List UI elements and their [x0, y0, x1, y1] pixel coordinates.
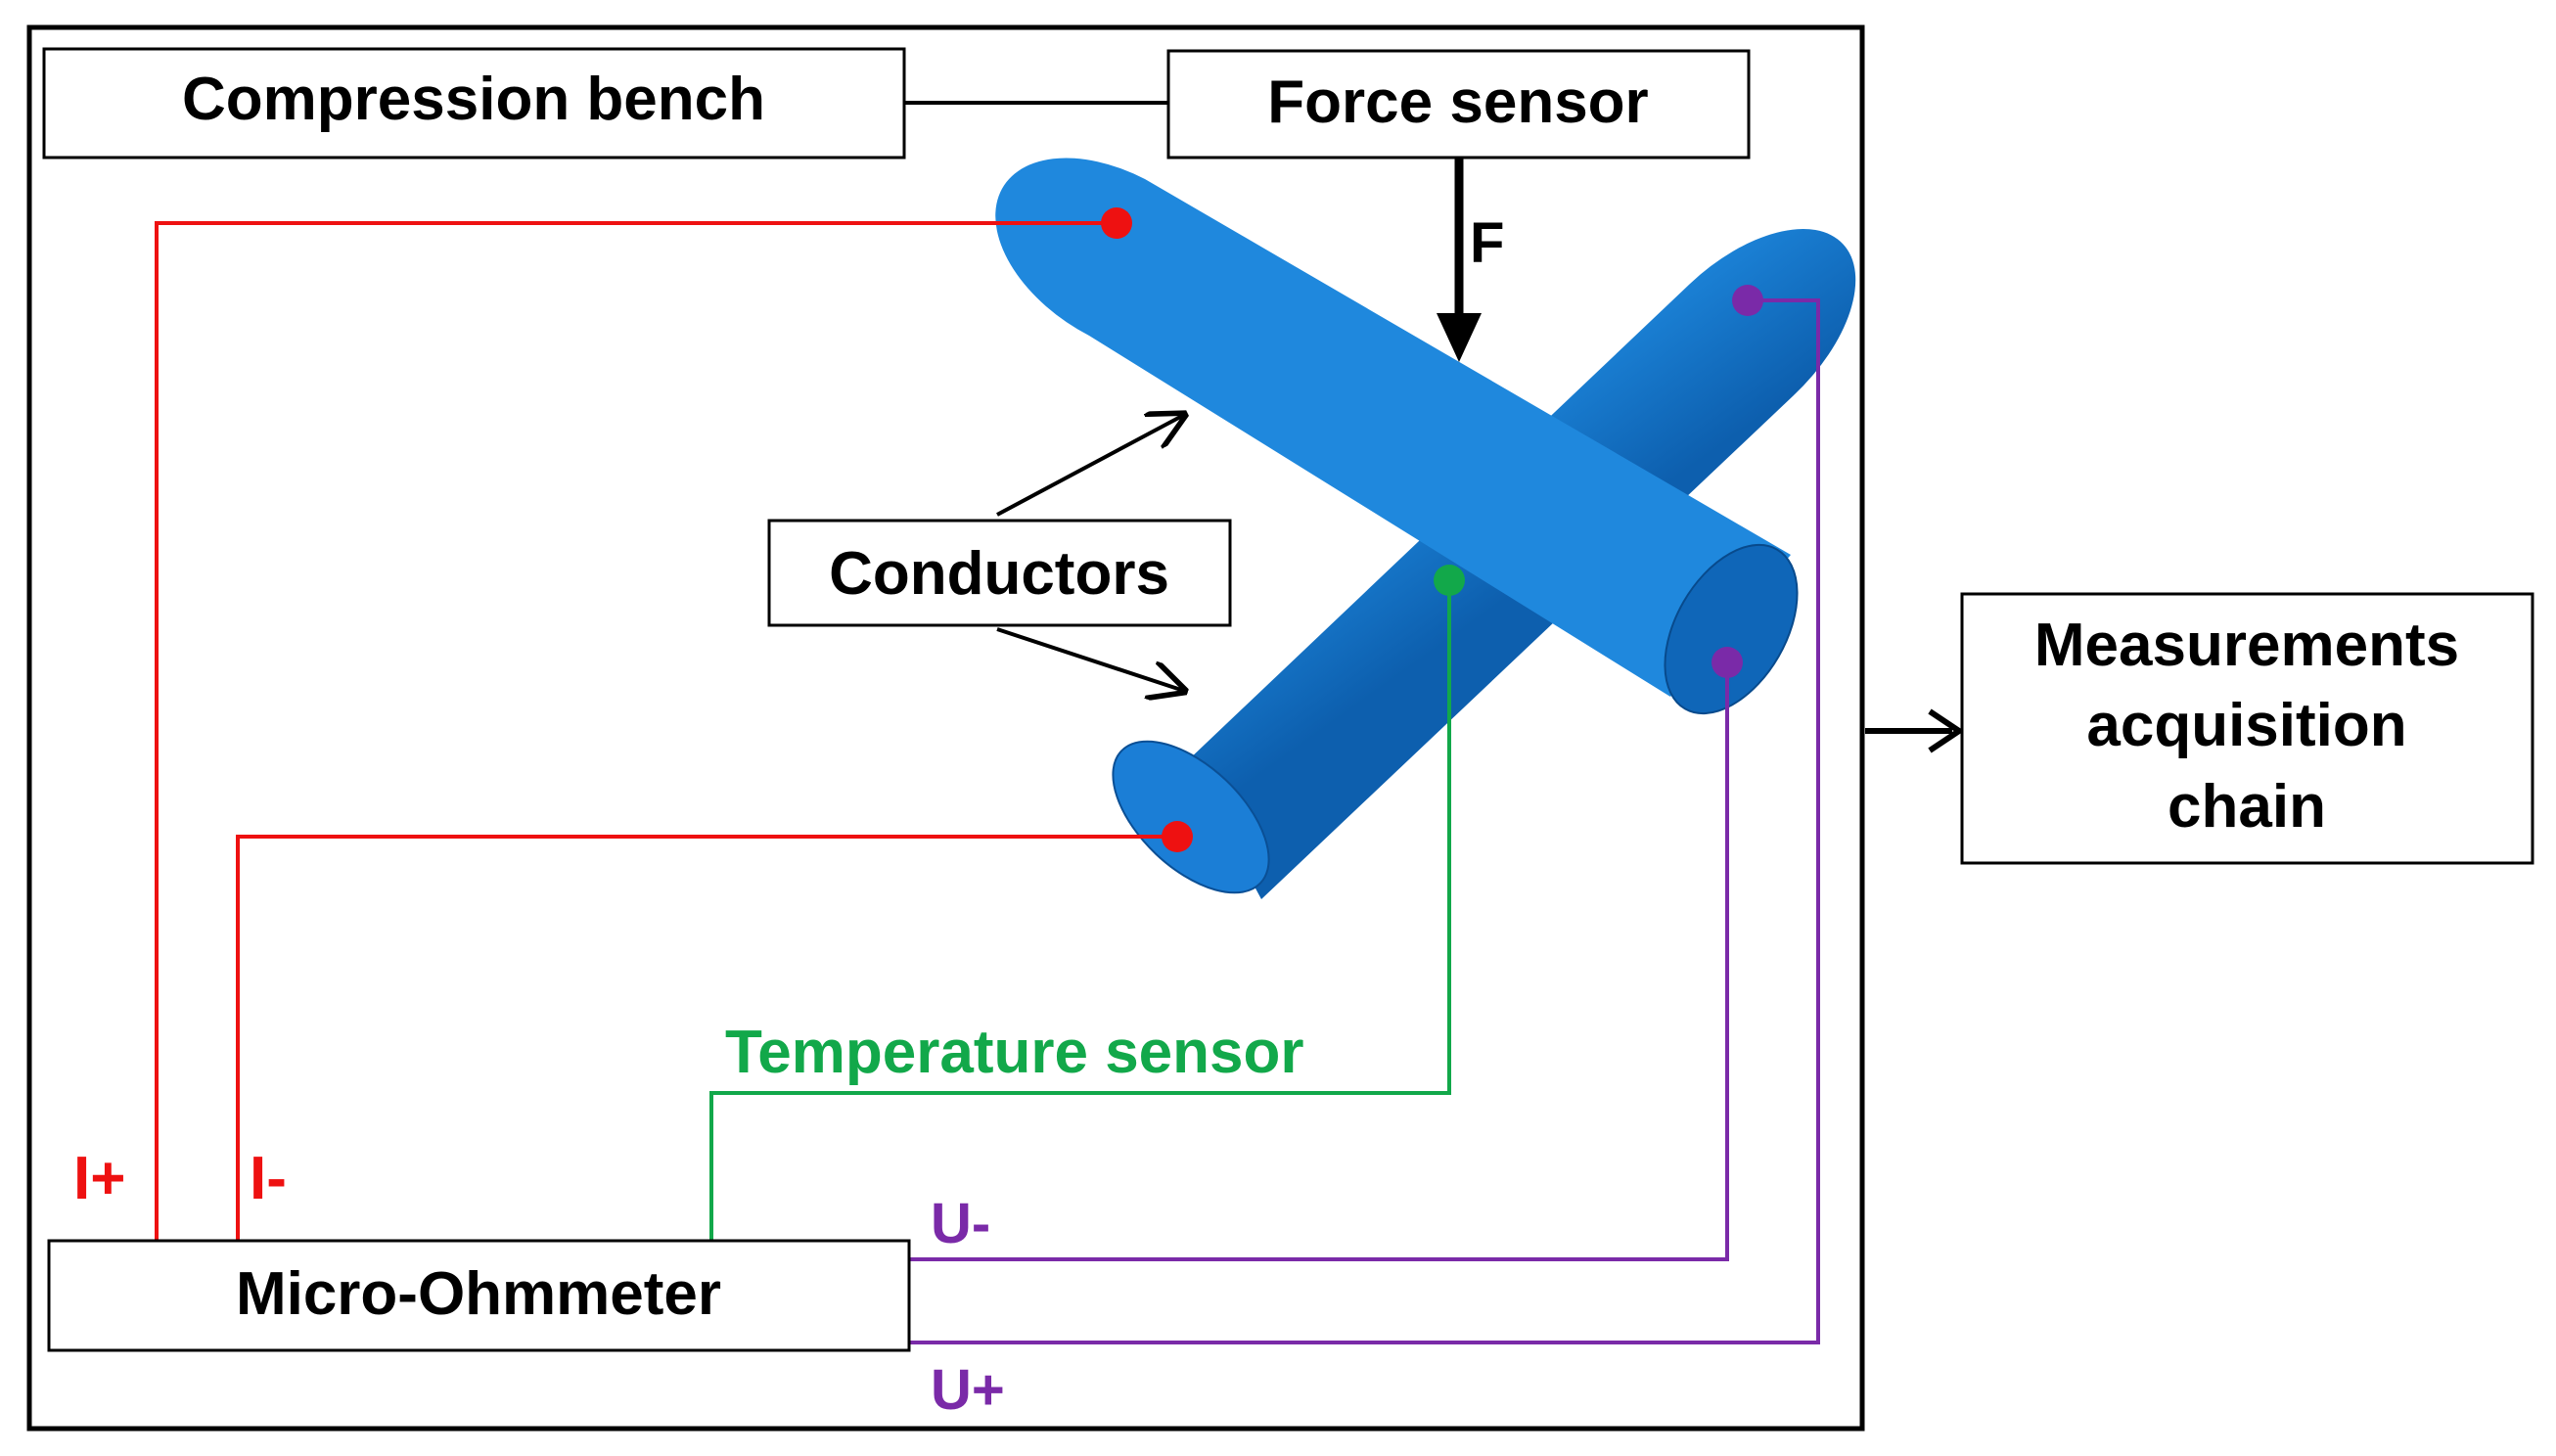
i-minus-wire	[236, 835, 1177, 1241]
compression-bench-box: Compression bench	[42, 47, 906, 159]
acquisition-arrowhead	[1928, 708, 1965, 753]
i-minus-contact	[1162, 821, 1193, 852]
temperature-contact	[1434, 565, 1465, 596]
micro-ohmmeter-label: Micro-Ohmmeter	[236, 1260, 721, 1328]
conductors-label: Conductors	[829, 540, 1169, 608]
u-plus-label: U+	[931, 1358, 1005, 1422]
i-minus-label: I-	[250, 1145, 287, 1212]
u-plus-contact	[1732, 285, 1763, 316]
micro-ohmmeter-box: Micro-Ohmmeter	[47, 1239, 911, 1352]
conductors-box: Conductors	[767, 519, 1232, 627]
measurements-line-1: Measurements	[2034, 612, 2459, 679]
bench-frame	[26, 24, 1865, 1432]
voltage-wires	[909, 285, 1820, 1344]
u-minus-label: U-	[931, 1192, 990, 1255]
compression-bench-label: Compression bench	[182, 66, 765, 133]
measurements-box: Measurements acquisition chain	[1960, 592, 2534, 865]
u-minus-wire	[909, 662, 1729, 1261]
force-label: F	[1470, 211, 1504, 275]
force-sensor-box: Force sensor	[1166, 49, 1751, 159]
u-minus-contact	[1712, 647, 1743, 678]
force-sensor-label: Force sensor	[1267, 68, 1648, 136]
conductor-upper	[995, 158, 1799, 715]
temperature-sensor-label: Temperature sensor	[725, 1019, 1304, 1086]
conductor-pointer-lower	[996, 627, 1184, 691]
conductor-lower-end-face	[1112, 740, 1270, 894]
conductor-upper-body	[995, 158, 1791, 697]
conductor-upper-end-face	[1664, 543, 1799, 715]
temperature-wire	[709, 580, 1451, 1241]
u-plus-wire	[909, 298, 1820, 1344]
force-arrow	[1437, 159, 1482, 362]
i-plus-label: I+	[73, 1145, 125, 1212]
i-plus-wire	[155, 221, 1117, 1241]
current-wires	[155, 207, 1193, 1241]
measurements-line-2: acquisition	[2086, 692, 2406, 759]
i-plus-contact	[1101, 207, 1132, 239]
conductor-pointer-upper	[996, 415, 1184, 517]
measurements-line-3: chain	[2168, 773, 2326, 841]
temperature-wire-group	[709, 565, 1465, 1241]
